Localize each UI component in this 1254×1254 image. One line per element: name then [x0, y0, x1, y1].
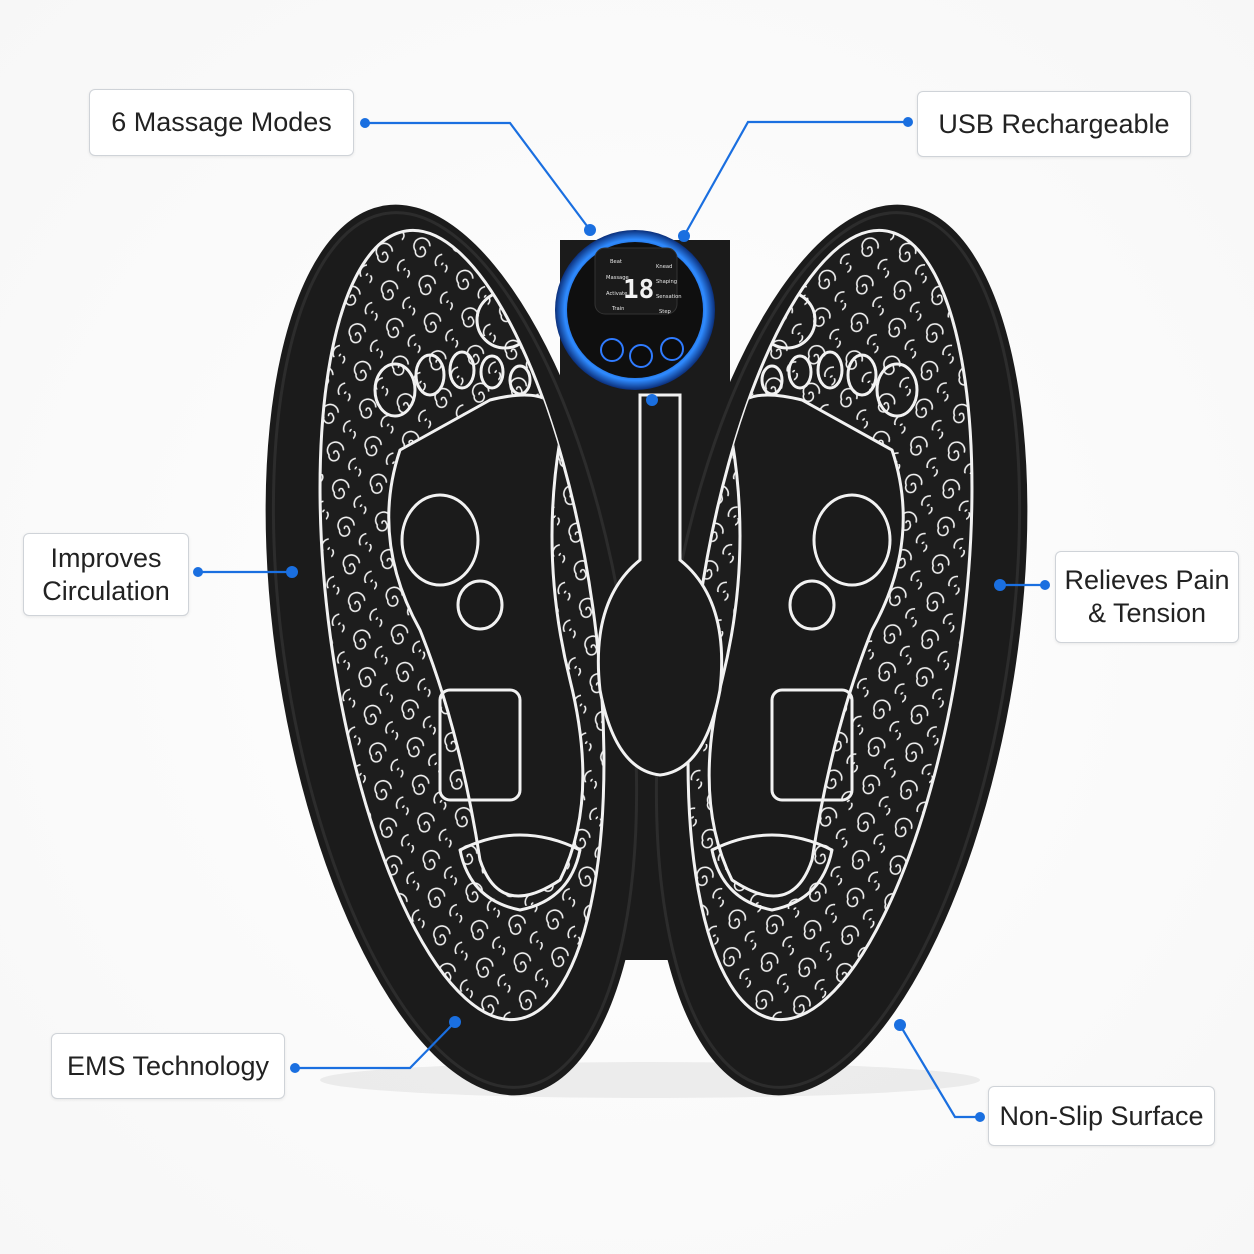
mode-label-left: Train: [611, 306, 624, 312]
connector-dot: [290, 1063, 300, 1073]
mode-label-right: Sensation: [656, 294, 682, 300]
mat-shadow: [320, 1062, 980, 1098]
callout-relieves-pain: Relieves Pain & Tension: [1055, 551, 1239, 643]
connector-dot: [449, 1016, 461, 1028]
digit-readout: 18: [623, 275, 654, 305]
connector-dot: [903, 117, 913, 127]
center-electrode: [596, 393, 724, 777]
callout-non-slip-surface: Non-Slip Surface: [988, 1086, 1215, 1146]
mode-label-right: Step: [659, 309, 672, 315]
callout-label-line: Circulation: [42, 575, 170, 606]
callout-label: 6 Massage Modes: [111, 107, 332, 138]
right-foot-pad: [686, 228, 974, 1022]
callout-label: USB Rechargeable: [938, 108, 1170, 139]
mode-label-right: Shaping: [656, 279, 677, 285]
callout-label-line: Relieves Pain: [1064, 565, 1230, 596]
callout-label: EMS Technology: [66, 1050, 270, 1081]
controller-buttons: [600, 337, 684, 368]
plus-button[interactable]: [660, 337, 684, 361]
connector-dot: [646, 394, 658, 406]
controller-display: Beat Massage Activate Train Knead Shapin…: [606, 259, 682, 315]
connector-dot: [193, 567, 203, 577]
callout-usb-rechargeable: USB Rechargeable: [917, 91, 1191, 157]
power-button[interactable]: [629, 344, 653, 368]
connector-dot: [584, 224, 596, 236]
connector-dot: [286, 566, 298, 578]
callout-connectors: [198, 120, 1045, 1119]
connector-dot: [975, 1112, 985, 1122]
callout-label: Non-Slip Surface: [999, 1100, 1204, 1131]
connector-dot: [894, 1019, 906, 1031]
callout-ems-technology: EMS Technology: [51, 1033, 285, 1099]
callout-label-line: Improves: [50, 542, 162, 573]
connector-dot: [1040, 580, 1050, 590]
connector-dot: [678, 230, 690, 242]
connector-dot: [360, 118, 370, 128]
connector-dot: [994, 579, 1006, 591]
mode-label-left: Beat: [610, 259, 622, 265]
callout-label-line: & Tension: [1087, 598, 1207, 628]
mode-label-left: Massage: [606, 275, 629, 281]
left-foot-pad: [318, 228, 606, 1022]
mode-label-right: Knead: [656, 264, 672, 270]
mode-label-left: Activate: [606, 291, 627, 297]
minus-button[interactable]: [600, 338, 624, 362]
callout-improves-circulation: Improves Circulation: [23, 533, 189, 616]
callout-massage-modes: 6 Massage Modes: [89, 89, 354, 156]
